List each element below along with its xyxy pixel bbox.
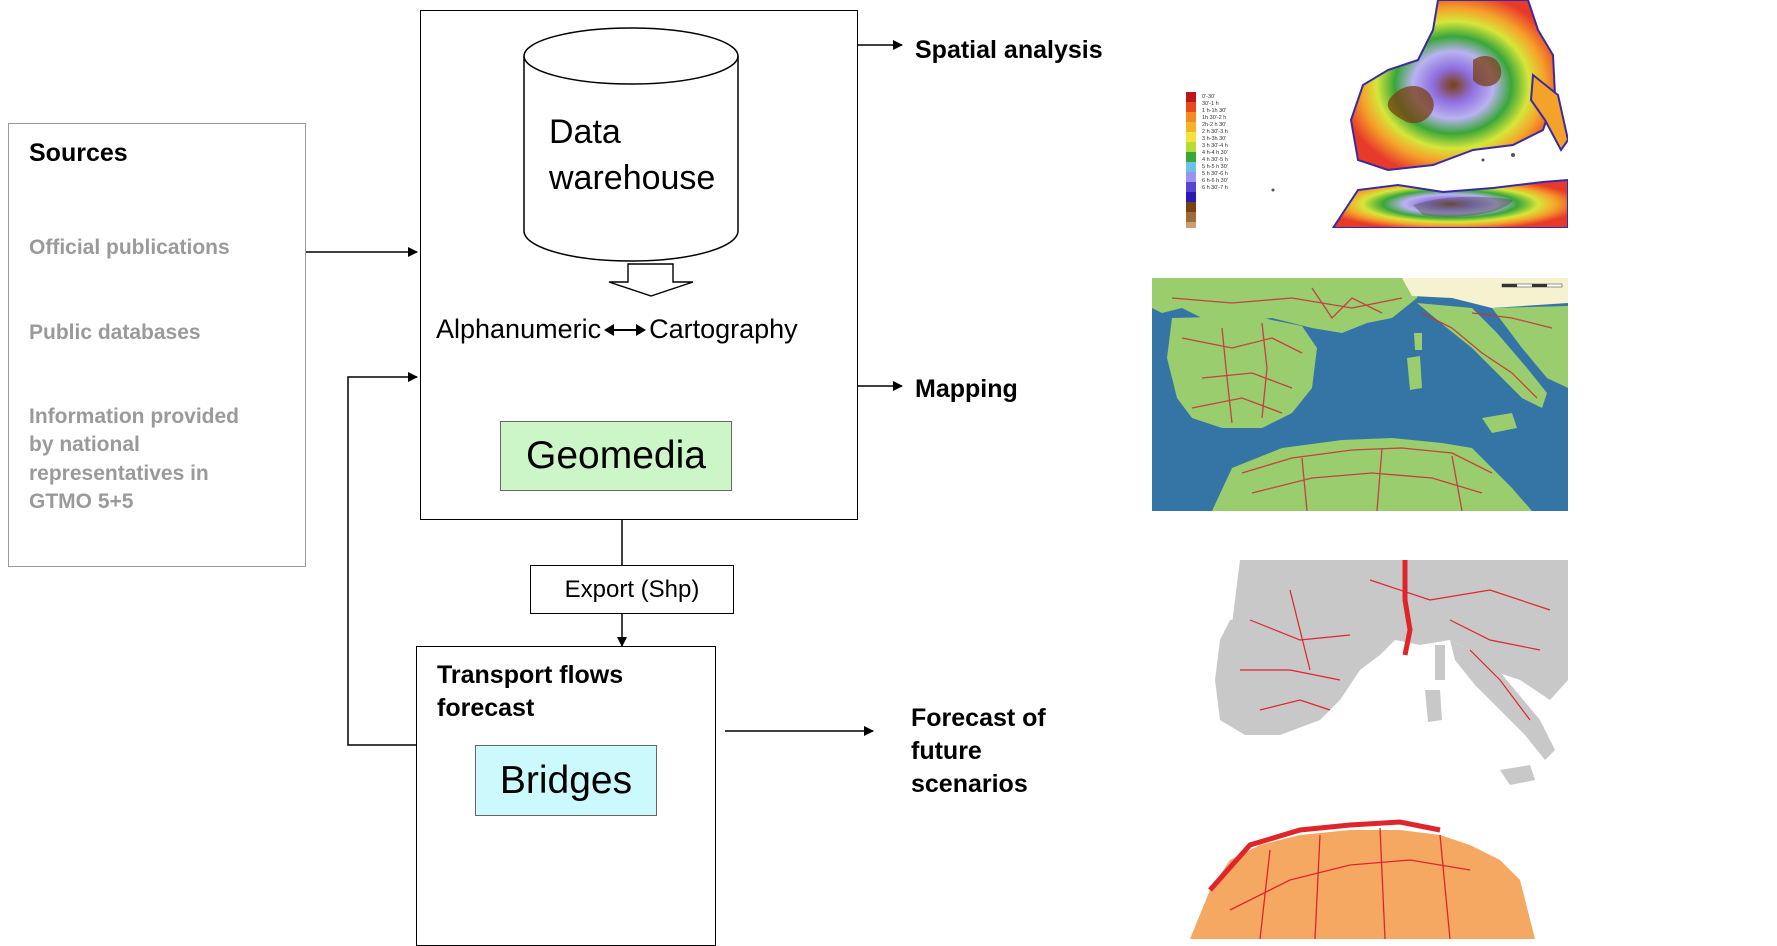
forecast-flows-map-image <box>1170 560 1568 939</box>
sources-box: Sources Official publications Public dat… <box>8 123 306 567</box>
data-warehouse-cylinder <box>523 27 739 262</box>
road-network-map-image <box>1152 278 1568 511</box>
cartography-label: Cartography <box>649 314 798 344</box>
legend-range-4: 2h-2 h 30' <box>1202 122 1226 128</box>
mapping-label: Mapping <box>915 375 1018 403</box>
source-official-publications: Official publications <box>29 236 230 259</box>
feedback-loop-arrow <box>347 372 418 746</box>
bridges-label: Bridges <box>499 758 633 802</box>
forecast-title: Transport flows forecast <box>437 661 624 722</box>
legend-range-8: 4 h-4 h 30' <box>1202 150 1228 156</box>
isochrone-map-image: 0'-30' 30'-1 h 1 h-1h 30' 1h 30'-2 h 2h-… <box>1183 0 1568 228</box>
source-public-databases: Public databases <box>29 321 201 344</box>
legend-range-10: 5 h-5 h 30' <box>1202 164 1228 170</box>
export-label: Export (Shp) <box>564 575 700 603</box>
legend-range-13: 6 h 30'-7 h <box>1202 185 1228 191</box>
legend-range-2: 1 h-1h 30' <box>1202 108 1226 114</box>
scale-bar <box>1501 283 1563 288</box>
legend-range-1: 30'-1 h <box>1202 101 1219 107</box>
legend-range-12: 6 h-6 h 30' <box>1202 178 1228 184</box>
sources-title: Sources <box>29 139 128 167</box>
legend-range-6: 3 h-3h 30' <box>1202 136 1226 142</box>
geomedia-label: Geomedia <box>526 434 706 477</box>
legend-range-3: 1h 30'-2 h <box>1202 115 1226 121</box>
geomedia-box: Geomedia <box>500 421 732 491</box>
legend-range-11: 5 h 30'-6 h <box>1202 171 1228 177</box>
export-box: Export (Shp) <box>530 565 734 614</box>
cylinder-label: Data warehouse <box>549 113 716 197</box>
down-block-arrow-icon <box>608 263 694 297</box>
bidirectional-arrow-icon <box>604 323 647 336</box>
legend-range-7: 3 h 30'-4 h <box>1202 143 1228 149</box>
forecast-future-label: Forecast of future scenarios <box>911 704 1046 798</box>
bridges-box: Bridges <box>475 745 657 816</box>
alphanumeric-label: Alphanumeric <box>436 314 602 344</box>
spatial-analysis-label: Spatial analysis <box>915 36 1103 64</box>
isochrone-legend: 0'-30' 30'-1 h 1 h-1h 30' 1h 30'-2 h 2h-… <box>1186 92 1228 228</box>
legend-range-5: 2 h 30'-3 h <box>1202 129 1228 135</box>
source-national-representatives: Information provided by national represe… <box>29 405 239 514</box>
legend-range-9: 4 h 30'-5 h <box>1202 157 1228 163</box>
legend-range-0: 0'-30' <box>1202 94 1215 100</box>
exchange-row: Alphanumeric Cartography <box>436 314 798 345</box>
